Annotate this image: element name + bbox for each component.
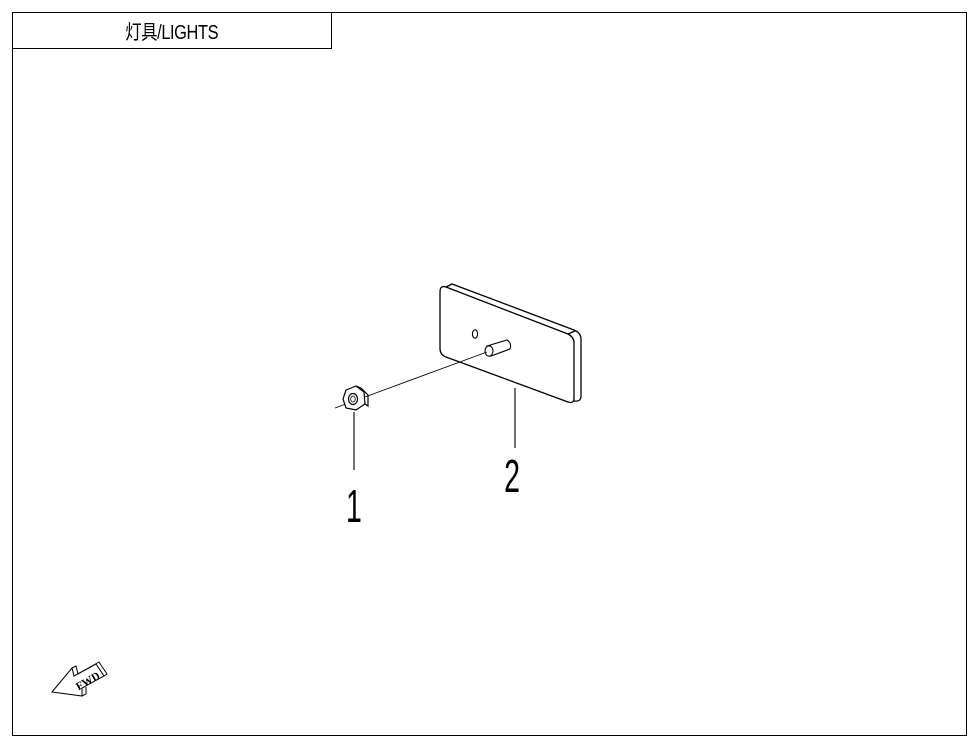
drawing-frame xyxy=(12,12,967,736)
fwd-arrow-icon: FWD xyxy=(51,661,108,697)
plate-stud xyxy=(484,339,512,357)
plate-hole xyxy=(471,329,479,339)
part-1-nut xyxy=(342,385,369,411)
callout-1: 1 xyxy=(346,481,362,533)
title-box: 灯具/LIGHTS xyxy=(12,12,332,49)
callout-2: 2 xyxy=(504,451,520,503)
page-title: 灯具/LIGHTS xyxy=(125,22,219,44)
